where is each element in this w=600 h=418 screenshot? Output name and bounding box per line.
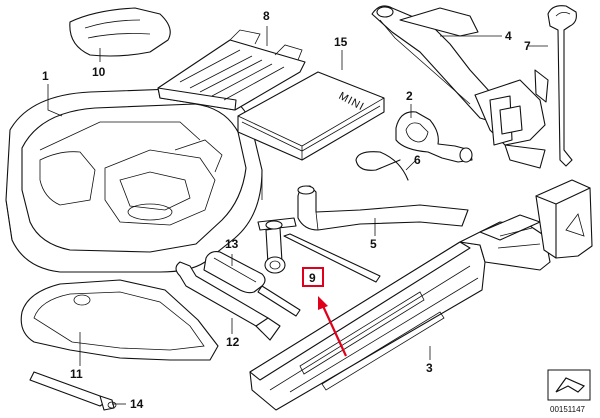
screwdriver[interactable] — [203, 251, 301, 317]
label-2[interactable]: 2 — [406, 89, 413, 103]
towing-eye[interactable] — [395, 111, 473, 163]
jack-crank-handle[interactable] — [547, 5, 577, 167]
doc-reference: 00151147 — [547, 369, 591, 414]
label-5[interactable]: 5 — [370, 237, 377, 251]
label-4[interactable]: 4 — [505, 29, 512, 43]
label-1[interactable]: 1 — [42, 69, 49, 83]
leader-lines — [47, 26, 548, 405]
wheel-brace[interactable] — [297, 185, 469, 231]
scissor-jack[interactable] — [371, 5, 549, 169]
socket-wrench[interactable] — [257, 217, 381, 283]
label-14[interactable]: 14 — [130, 397, 144, 411]
highlight-marker — [302, 267, 347, 357]
label-8[interactable]: 8 — [263, 9, 270, 23]
doc-icon-box — [547, 369, 591, 401]
label-3[interactable]: 3 — [426, 361, 433, 375]
glove-pouch[interactable] — [69, 7, 171, 57]
highlight-box — [302, 267, 324, 287]
foam-tray[interactable] — [5, 87, 263, 273]
label-12[interactable]: 12 — [226, 335, 240, 349]
highlight-arrow-head — [318, 296, 328, 310]
label-10[interactable]: 10 — [92, 65, 106, 79]
part-labels: 1 10 8 15 4 7 2 6 5 13 9 12 3 11 14 — [42, 9, 531, 411]
tool-bag[interactable] — [20, 279, 219, 361]
label-7[interactable]: 7 — [524, 39, 531, 53]
owners-manual-book[interactable]: MINI — [237, 71, 385, 161]
warning-triangle-case[interactable] — [249, 179, 593, 411]
label-15[interactable]: 15 — [334, 35, 348, 49]
cable-tie[interactable] — [29, 371, 117, 411]
highlight-arrow — [322, 305, 347, 357]
open-end-spanner[interactable] — [175, 261, 281, 341]
wire-hook[interactable] — [355, 151, 409, 181]
mounting-plate[interactable] — [157, 29, 306, 111]
label-9[interactable]: 9 — [309, 271, 316, 285]
label-13[interactable]: 13 — [225, 237, 239, 251]
doc-icon — [555, 377, 586, 393]
label-6[interactable]: 6 — [414, 153, 421, 167]
label-11[interactable]: 11 — [70, 367, 83, 381]
doc-number: 00151147 — [550, 405, 586, 414]
